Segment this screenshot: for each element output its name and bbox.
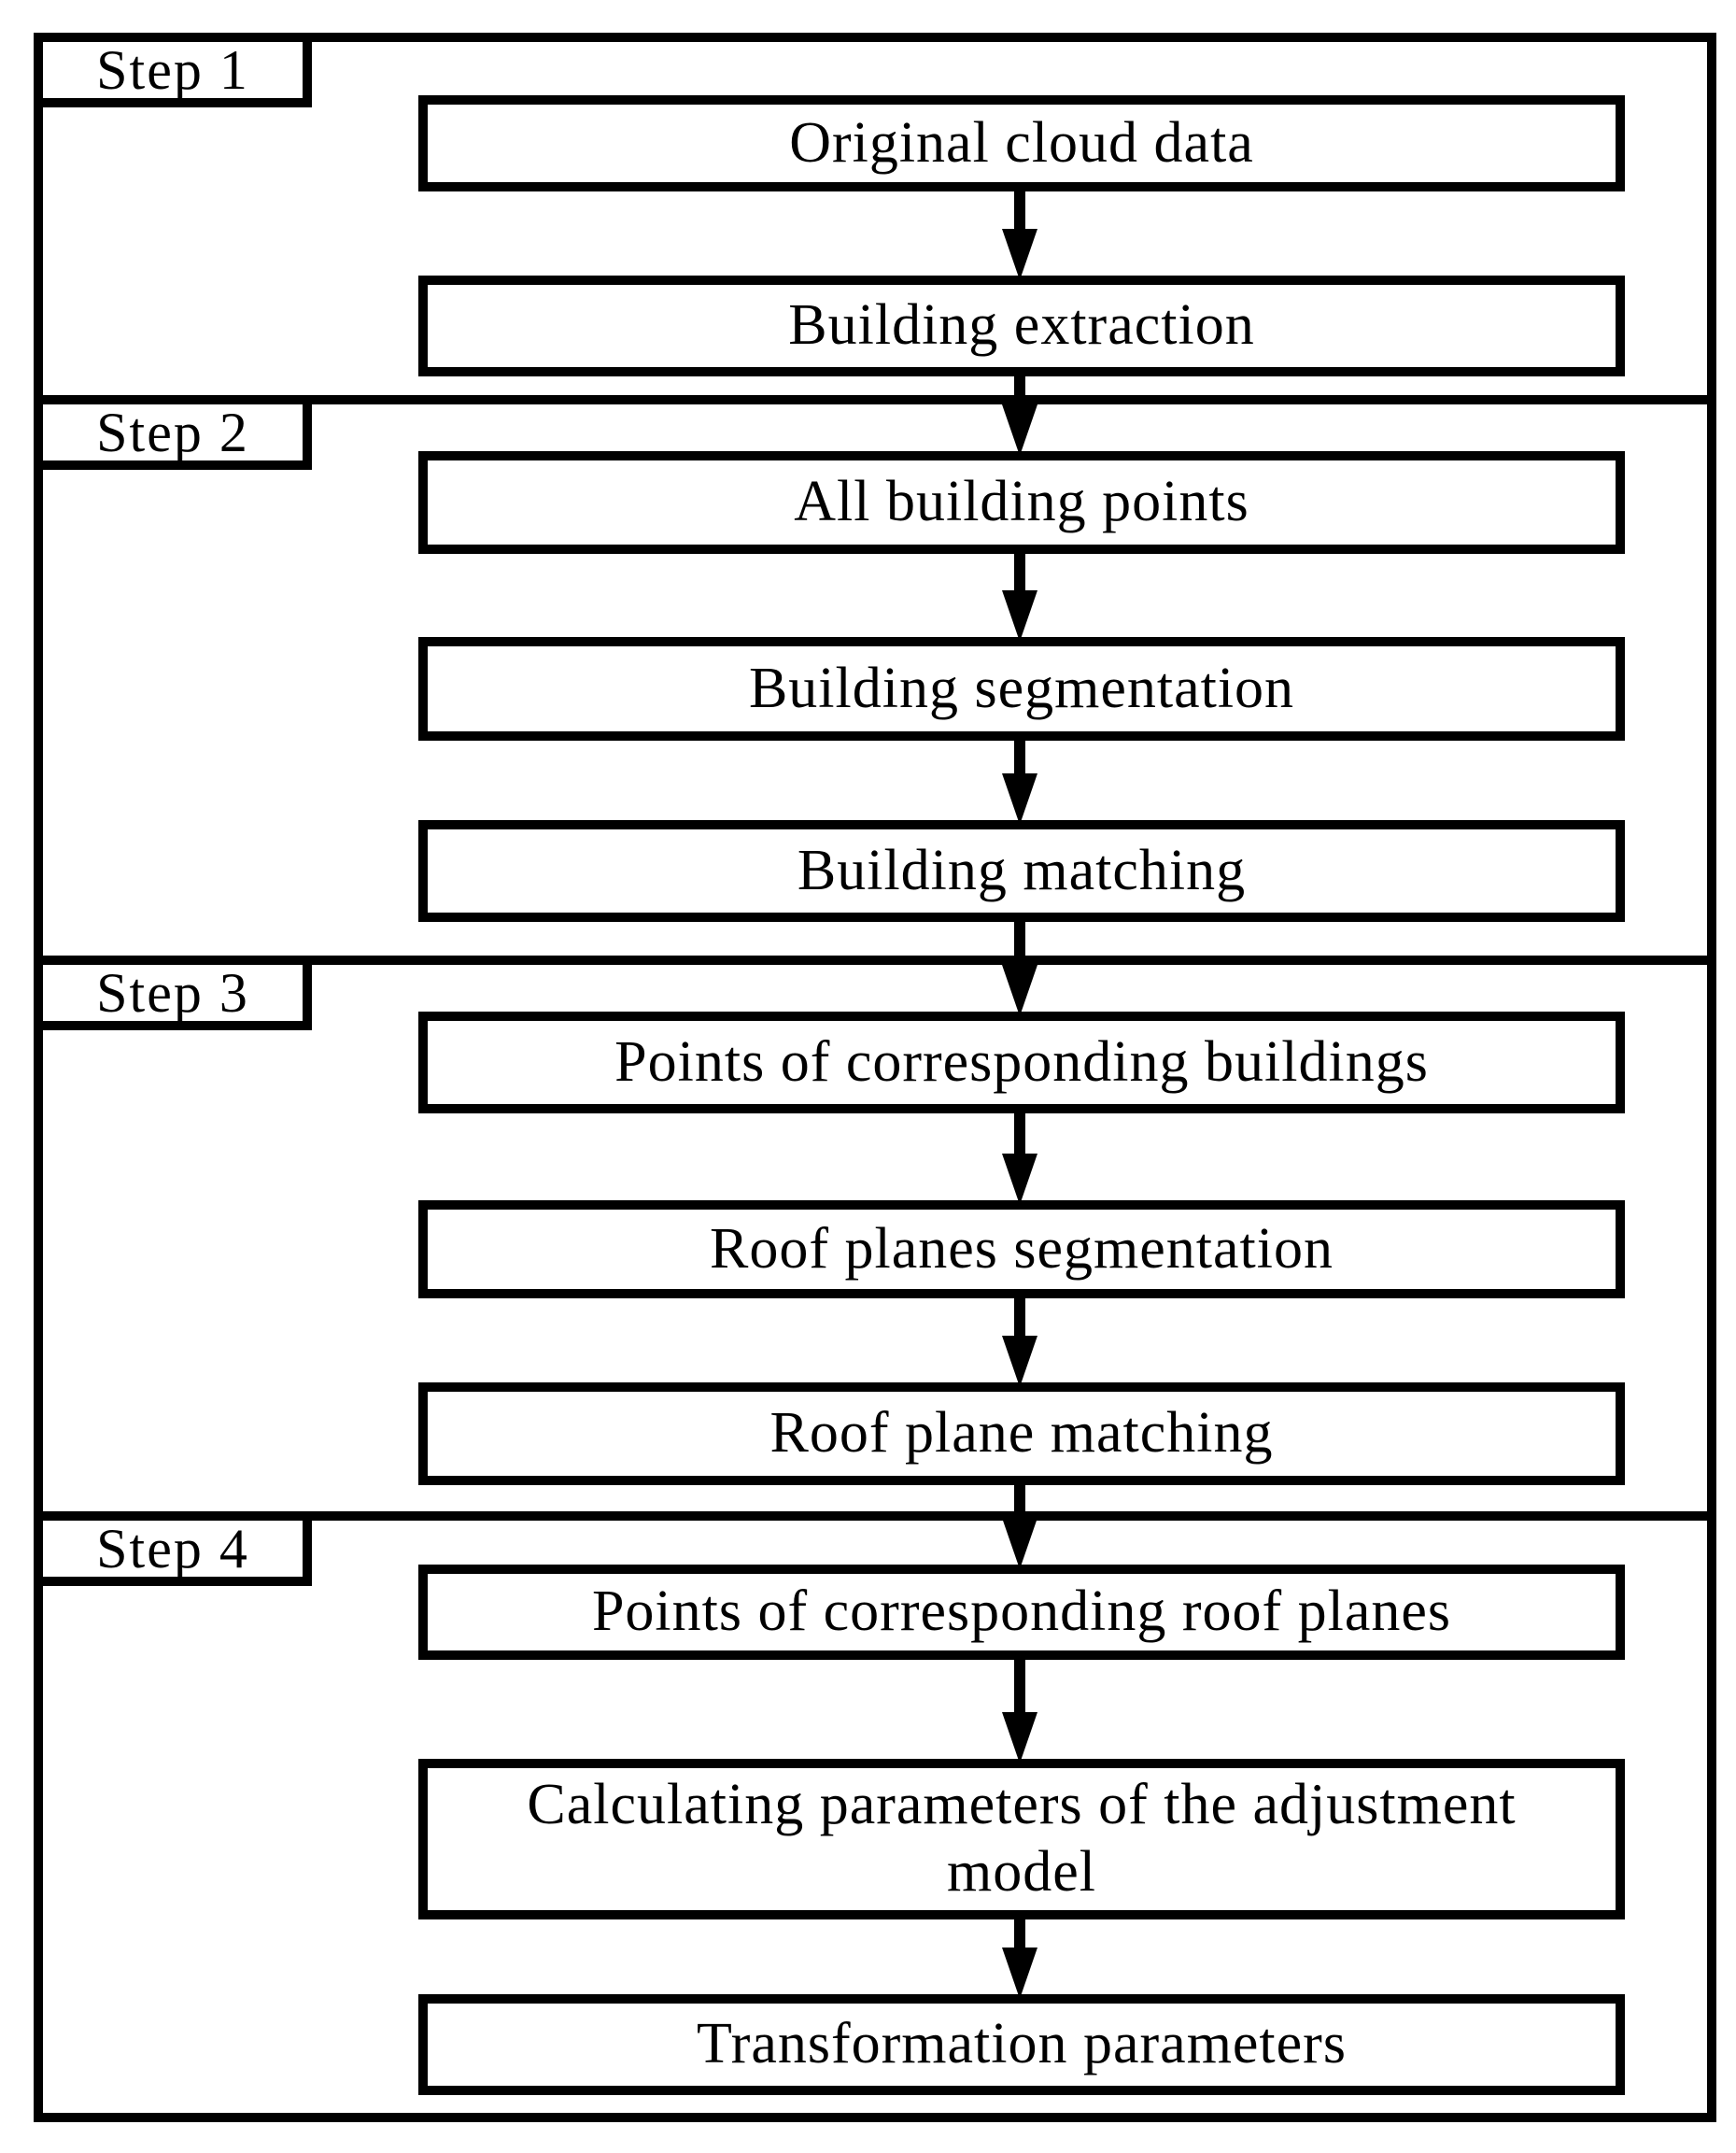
section-divider-step2-step3 [34, 956, 1716, 965]
box-label: Building segmentation [748, 656, 1295, 720]
arrow-down-icon-10 [1002, 1919, 1037, 1999]
arrow-stem [1014, 1113, 1025, 1154]
arrow-stem [1014, 741, 1025, 773]
step-4-label: Step 4 [96, 1518, 249, 1579]
arrow-stem [1014, 922, 1025, 965]
step-3-label-box: Step 3 [34, 956, 312, 1030]
box-label: Points of corresponding roof planes [591, 1579, 1452, 1644]
arrow-head [1002, 404, 1037, 456]
step-1-label: Step 1 [96, 39, 249, 101]
arrow-stem [1014, 1485, 1025, 1518]
box-roof-planes-segmentation: Roof planes segmentation [418, 1200, 1625, 1298]
arrow-stem [1014, 376, 1025, 404]
box-label: Building matching [797, 838, 1247, 902]
box-points-corresponding-buildings: Points of corresponding buildings [418, 1012, 1625, 1113]
arrow-down-icon-7 [1002, 1298, 1037, 1387]
box-building-extraction: Building extraction [418, 276, 1625, 376]
arrow-head [1002, 1336, 1037, 1387]
step-1-label-box: Step 1 [34, 33, 312, 107]
section-divider-step3-step4 [34, 1511, 1716, 1521]
arrow-down-icon-2 [1002, 376, 1037, 456]
arrow-stem [1014, 191, 1025, 229]
box-transformation-parameters: Transformation parameters [418, 1994, 1625, 2095]
arrow-down-icon-3 [1002, 554, 1037, 642]
box-all-building-points: All building points [418, 451, 1625, 554]
box-calculating-parameters: Calculating parameters of the adjustment… [418, 1759, 1625, 1919]
arrow-head [1002, 1154, 1037, 1205]
arrow-head [1002, 590, 1037, 642]
box-label: Original cloud data [789, 110, 1254, 175]
box-roof-plane-matching: Roof plane matching [418, 1382, 1625, 1485]
box-label: Calculating parameters of the adjustment… [527, 1773, 1517, 1904]
arrow-down-icon-8 [1002, 1485, 1037, 1569]
box-building-matching: Building matching [418, 820, 1625, 922]
arrow-stem [1014, 1660, 1025, 1712]
arrow-head [1002, 1712, 1037, 1763]
box-label: Building extraction [788, 293, 1255, 358]
box-label: All building points [794, 470, 1249, 534]
arrow-stem [1014, 1298, 1025, 1336]
outer-border [34, 33, 1716, 2122]
step-2-label: Step 2 [96, 402, 249, 463]
arrow-down-icon-4 [1002, 741, 1037, 825]
box-label: Points of corresponding buildings [614, 1029, 1429, 1094]
box-label: Transformation parameters [697, 2012, 1347, 2076]
arrow-down-icon-6 [1002, 1113, 1037, 1205]
arrow-head [1002, 1948, 1037, 1999]
arrow-head [1002, 1518, 1037, 1569]
arrow-head [1002, 773, 1037, 825]
arrow-stem [1014, 554, 1025, 590]
box-label: Roof planes segmentation [710, 1216, 1334, 1281]
arrow-down-icon-9 [1002, 1660, 1037, 1763]
box-label: Roof plane matching [769, 1401, 1274, 1466]
box-building-segmentation: Building segmentation [418, 637, 1625, 741]
arrow-head [1002, 965, 1037, 1016]
step-3-label: Step 3 [96, 962, 249, 1024]
arrow-down-icon-5 [1002, 922, 1037, 1016]
arrow-stem [1014, 1919, 1025, 1948]
arrow-down-icon-1 [1002, 191, 1037, 280]
box-original-cloud-data: Original cloud data [418, 95, 1625, 191]
box-points-corresponding-roof-planes: Points of corresponding roof planes [418, 1565, 1625, 1660]
arrow-head [1002, 229, 1037, 280]
section-divider-step1-step2 [34, 395, 1716, 404]
step-4-label-box: Step 4 [34, 1511, 312, 1586]
step-2-label-box: Step 2 [34, 395, 312, 470]
